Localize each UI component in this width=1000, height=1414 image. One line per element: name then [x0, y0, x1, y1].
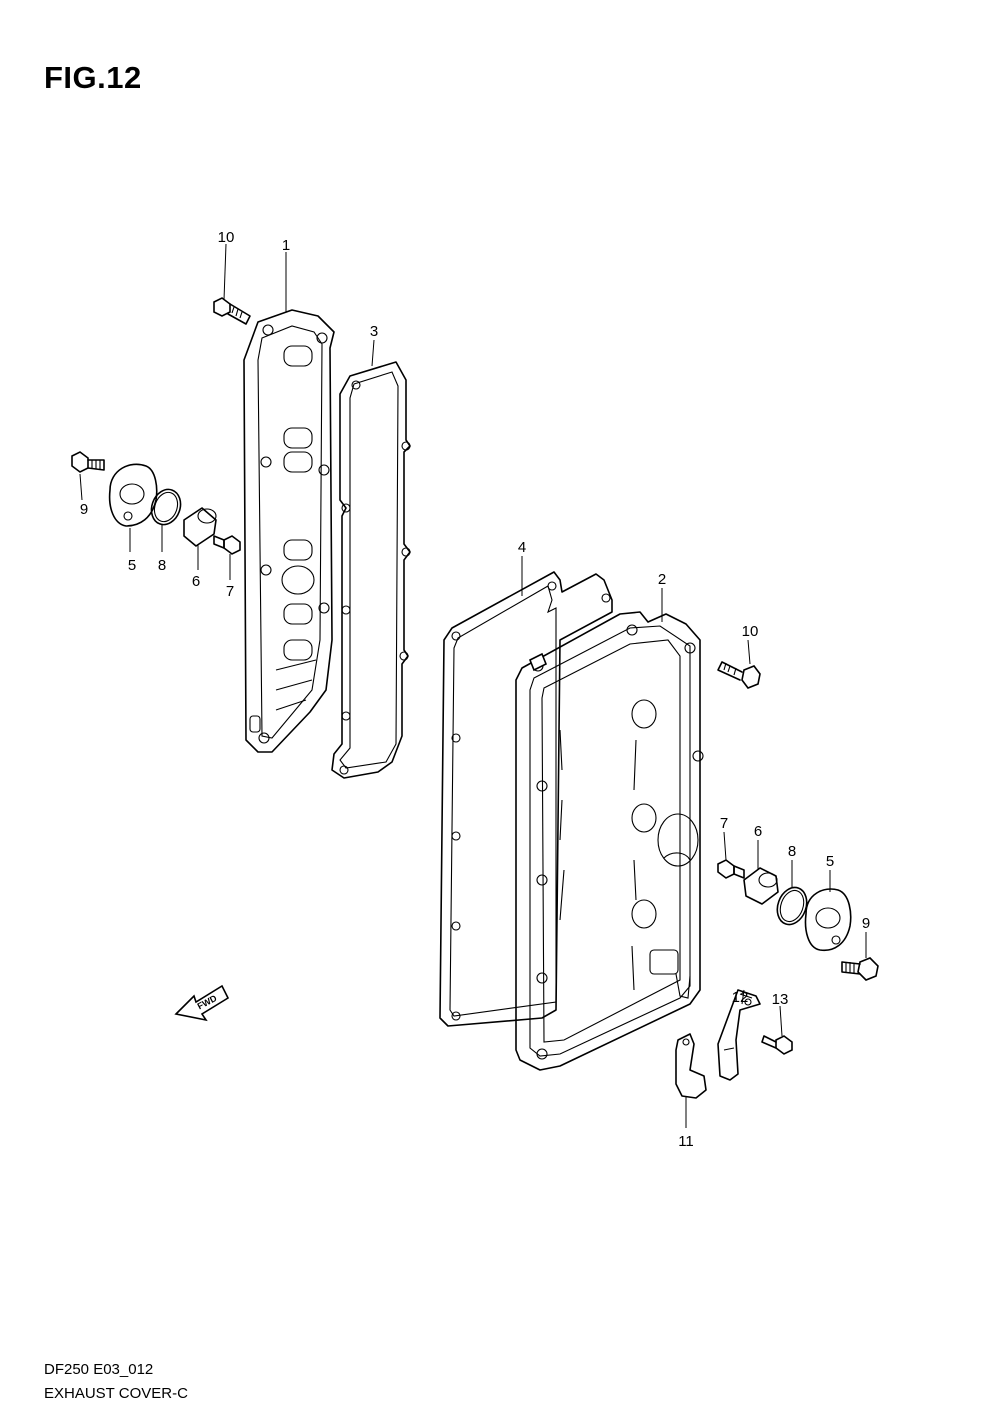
part-7-bolt-right [717, 859, 745, 879]
callout-9-right: 9 [862, 915, 870, 932]
part-13-bolt [761, 1035, 793, 1055]
part-6-collar-right [743, 867, 779, 905]
callout-7-right: 7 [720, 815, 728, 832]
part-5-cap-right [804, 888, 852, 952]
diagram-code: DF250 E03_012 [44, 1361, 154, 1378]
leader-lines [79, 243, 867, 1128]
callout-13: 13 [772, 991, 789, 1008]
part-10-bolt-upper [213, 297, 251, 325]
part-9-bolt-left [71, 451, 105, 473]
part-5-cap-left [108, 463, 158, 527]
part-9-bolt-right [841, 957, 879, 981]
part-1-exhaust-cover [243, 309, 335, 753]
fwd-arrow-icon: FWD [174, 984, 230, 1022]
figure-title: FIG.12 [44, 60, 142, 95]
callout-8-right: 8 [788, 843, 796, 860]
part-2-exhaust-cover [515, 611, 704, 1071]
callout-10-upper: 10 [218, 229, 235, 246]
callout-5-left: 5 [128, 557, 136, 574]
callout-6-right: 6 [754, 823, 762, 840]
diagram-footer: DF250 E03_012 EXHAUST COVER-C [44, 1358, 188, 1406]
callout-6-left: 6 [192, 573, 200, 590]
callout-4: 4 [518, 539, 526, 556]
part-11-clamp [675, 1033, 707, 1099]
callout-12: 12 [732, 989, 749, 1006]
part-8-oring-left [150, 488, 182, 526]
callout-7-left: 7 [226, 583, 234, 600]
callout-10-right: 10 [742, 623, 759, 640]
part-12-clamp [717, 989, 761, 1081]
callout-3: 3 [370, 323, 378, 340]
callout-11: 11 [678, 1133, 694, 1150]
part-8-oring-right [776, 886, 808, 926]
callout-8-left: 8 [158, 557, 166, 574]
part-7-bolt-left [213, 535, 241, 555]
callout-9-left: 9 [80, 501, 88, 518]
callout-2: 2 [658, 571, 666, 588]
callout-1: 1 [282, 237, 290, 254]
callout-labels: 10 1 3 9 5 8 6 7 4 2 10 7 6 8 5 9 12 13 … [80, 229, 870, 1150]
part-3-gasket [331, 361, 411, 779]
diagram-name: EXHAUST COVER-C [44, 1385, 188, 1402]
part-4-gasket [439, 571, 613, 1027]
callout-5-right: 5 [826, 853, 834, 870]
part-10-bolt-right [717, 661, 761, 689]
part-6-collar-left [183, 507, 217, 547]
